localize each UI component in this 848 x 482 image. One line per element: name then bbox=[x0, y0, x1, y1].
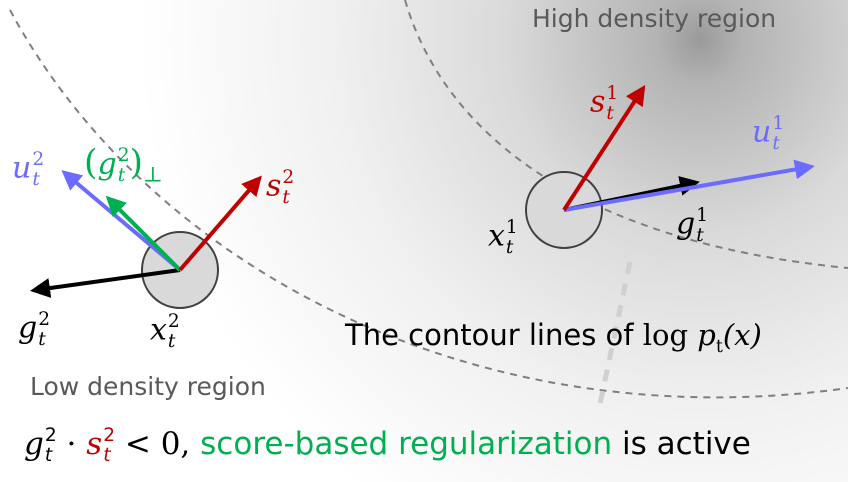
high-density-label: High density region bbox=[532, 4, 777, 33]
low-density-label: Low density region bbox=[30, 372, 266, 401]
arrow-g2 bbox=[30, 268, 181, 298]
arrow-g2-perp bbox=[105, 195, 182, 272]
arrow-u2 bbox=[61, 170, 182, 272]
contour-caption: The contour lines of log pt(x) bbox=[345, 318, 762, 357]
arrow-s2 bbox=[178, 175, 262, 272]
outer-contour-line bbox=[9, 9, 848, 399]
arrow-u1 bbox=[563, 159, 815, 212]
arrow-s1 bbox=[562, 84, 646, 212]
inner-contour-line bbox=[404, 0, 848, 269]
caption-pointer-line bbox=[597, 261, 633, 405]
